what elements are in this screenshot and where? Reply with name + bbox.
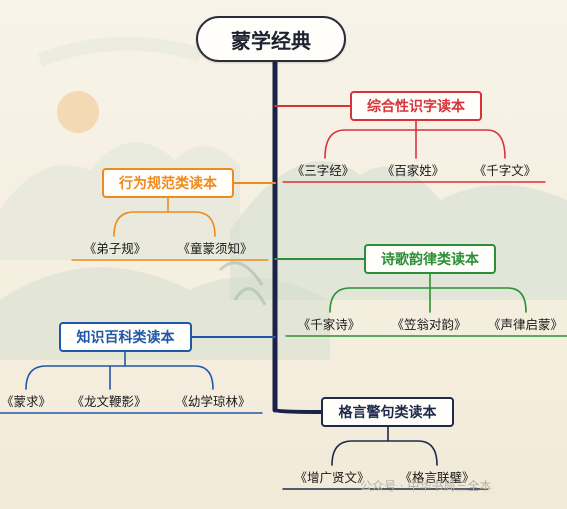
branch-encyclopedia — [25, 351, 214, 390]
book-label: 《千家诗》 — [297, 317, 361, 332]
book-label: 《弟子规》 — [83, 241, 147, 256]
bird-mark — [218, 261, 267, 306]
branch-maxims — [331, 426, 438, 466]
book-label: 《蒙求》 — [0, 394, 51, 409]
category-node-literacy: 综合性识字读本 — [350, 91, 482, 121]
book-label: 《笠翁对韵》 — [391, 317, 467, 332]
book-label: 《声律启蒙》 — [487, 317, 563, 332]
category-node-conduct: 行为规范类读本 — [102, 168, 234, 198]
book-label: 《童蒙须知》 — [177, 241, 253, 256]
category-node-poetry: 诗歌韵律类读本 — [364, 244, 496, 274]
sun-shape — [57, 91, 99, 133]
book-label: 《幼学琼林》 — [175, 394, 251, 409]
category-node-encyclopedia: 知识百科类读本 — [59, 322, 192, 352]
book-label: 《千字文》 — [473, 163, 537, 178]
link-maxims — [273, 408, 323, 414]
branch-literacy — [324, 120, 506, 159]
book-label: 《三字经》 — [291, 163, 355, 178]
book-label: 《百家姓》 — [381, 163, 445, 178]
book-label: 《龙文鞭影》 — [71, 394, 147, 409]
category-node-maxims: 格言警句类读本 — [321, 397, 454, 427]
root-node: 蒙学经典 — [196, 16, 346, 62]
book-label: 《增广贤文》 — [294, 470, 370, 485]
branch-conduct — [113, 197, 216, 237]
watermark-text: 公众号 · 中华书局三全本 — [360, 479, 492, 493]
cloud-shape — [37, 36, 203, 67]
book-label: 《格言联璧》 — [399, 470, 475, 485]
branch-poetry — [329, 273, 527, 313]
